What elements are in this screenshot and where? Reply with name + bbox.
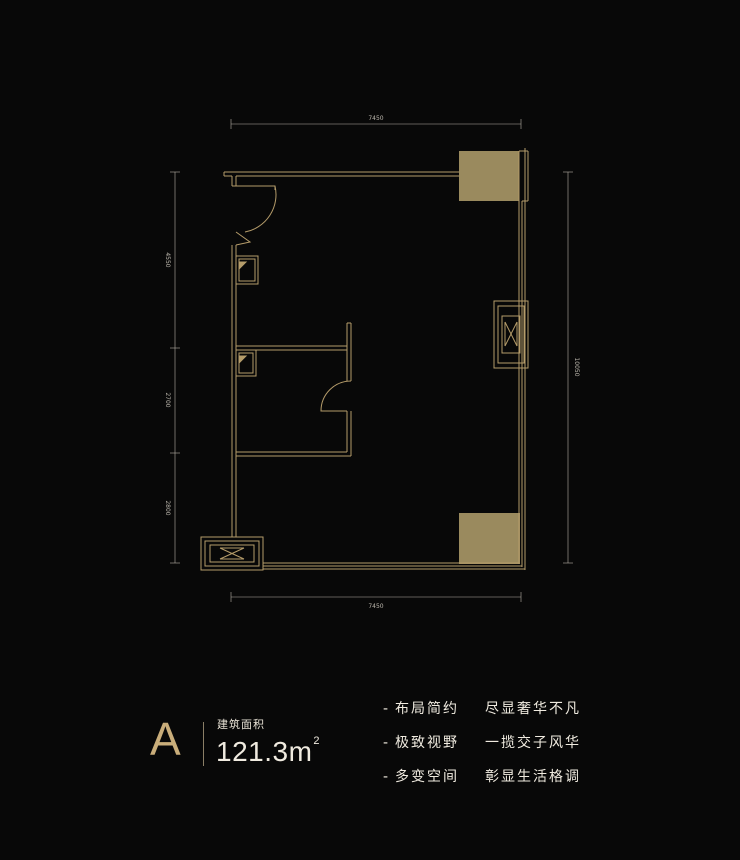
feature-title: 多变空间	[395, 769, 459, 785]
feature-item: -布局简约尽显奢华不凡	[383, 701, 581, 717]
feature-title: 极致视野	[395, 735, 459, 751]
dim-left-segment-3: 2800	[164, 500, 171, 515]
unit-type-letter: A	[150, 713, 181, 765]
area-label: 建筑面积	[217, 718, 265, 731]
dim-left-segment-1: 4550	[164, 252, 171, 267]
feature-list: -布局简约尽显奢华不凡 -极致视野一揽交子风华 -多变空间彰显生活格调	[383, 699, 581, 801]
area-number: 121.3m	[216, 736, 313, 767]
dimension-lines	[170, 119, 573, 602]
dim-left-segment-2: 2700	[164, 392, 171, 407]
dim-bottom-width: 7450	[368, 603, 383, 610]
feature-desc: 一揽交子风华	[485, 735, 581, 751]
column-bottom-right	[459, 513, 520, 564]
column-top-right	[459, 151, 519, 201]
walls	[200, 148, 529, 571]
feature-desc: 彰显生活格调	[485, 769, 581, 785]
dim-top-width: 7450	[368, 115, 383, 122]
area-divider	[203, 722, 204, 766]
area-superscript: 2	[313, 735, 321, 747]
feature-item: -多变空间彰显生活格调	[383, 769, 581, 785]
area-value: 121.3m2	[216, 735, 321, 767]
feature-title: 布局简约	[395, 701, 459, 717]
feature-item: -极致视野一揽交子风华	[383, 735, 581, 751]
dim-right-height: 10050	[573, 357, 580, 376]
feature-desc: 尽显奢华不凡	[485, 701, 581, 717]
floor-plan: 7450 7450 10050 4550 2700 2800	[164, 115, 580, 610]
